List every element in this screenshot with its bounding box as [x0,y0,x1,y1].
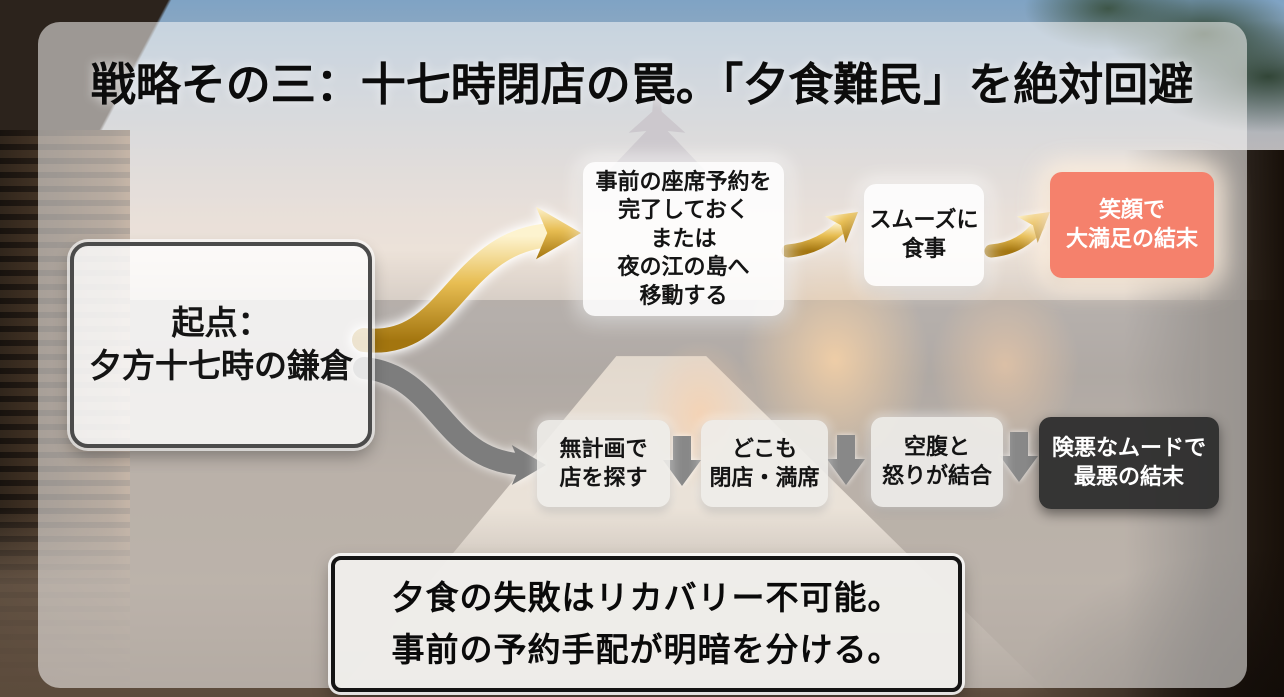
node-hunger-anger-line: 空腹と [903,434,970,460]
node-plan-line: 事前の座席予約を [595,168,772,194]
node-worst-ending: 険悪なムードで 最悪の結末 [1039,417,1219,509]
node-happy-ending-line: 大満足の結末 [1065,226,1198,251]
node-all-closed-line: 閉店・満席 [709,464,820,490]
node-start: 起点： 夕方十七時の鎌倉 [70,242,372,448]
node-no-plan-line: 店を探す [559,464,648,490]
node-start-line: 夕方十七時の鎌倉 [89,347,353,384]
node-no-plan: 無計画で 店を探す [537,420,670,507]
node-all-closed-line: どこも [731,435,798,461]
node-no-plan-line: 無計画で [559,435,648,461]
node-worst-ending-line: 険悪なムードで [1051,435,1206,461]
node-hunger-anger: 空腹と 怒りが結合 [871,417,1003,507]
node-all-closed: どこも 閉店・満席 [701,420,828,507]
node-happy-ending: 笑顔で 大満足の結末 [1050,172,1214,278]
node-smooth-meal-line: スムーズに [869,207,979,233]
conclusion-line: 夕食の失敗はリカバリー不可能。 [391,578,902,616]
node-worst-ending-line: 最悪の結末 [1073,464,1184,489]
node-happy-ending-line: 笑顔で [1098,197,1165,223]
node-start-line: 起点： [171,304,271,342]
node-plan-line: 移動する [639,282,728,308]
node-plan-line: 夜の江の島へ [617,254,750,280]
conclusion-line: 事前の予約手配が明暗を分ける。 [391,631,902,668]
slide-title: 戦略その三：十七時閉店の罠。「夕食難民」を絶対回避 [90,59,1194,110]
node-plan-ahead: 事前の座席予約を 完了しておく または 夜の江の島へ 移動する [583,162,784,316]
node-plan-line: または [650,225,717,251]
node-plan-line: 完了しておく [618,197,749,223]
node-hunger-anger-line: 怒りが結合 [881,463,992,488]
conclusion-box: 夕食の失敗はリカバリー不可能。 事前の予約手配が明暗を分ける。 [331,556,962,692]
node-smooth-meal: スムーズに 食事 [864,184,984,286]
node-smooth-meal-line: 食事 [901,236,946,261]
